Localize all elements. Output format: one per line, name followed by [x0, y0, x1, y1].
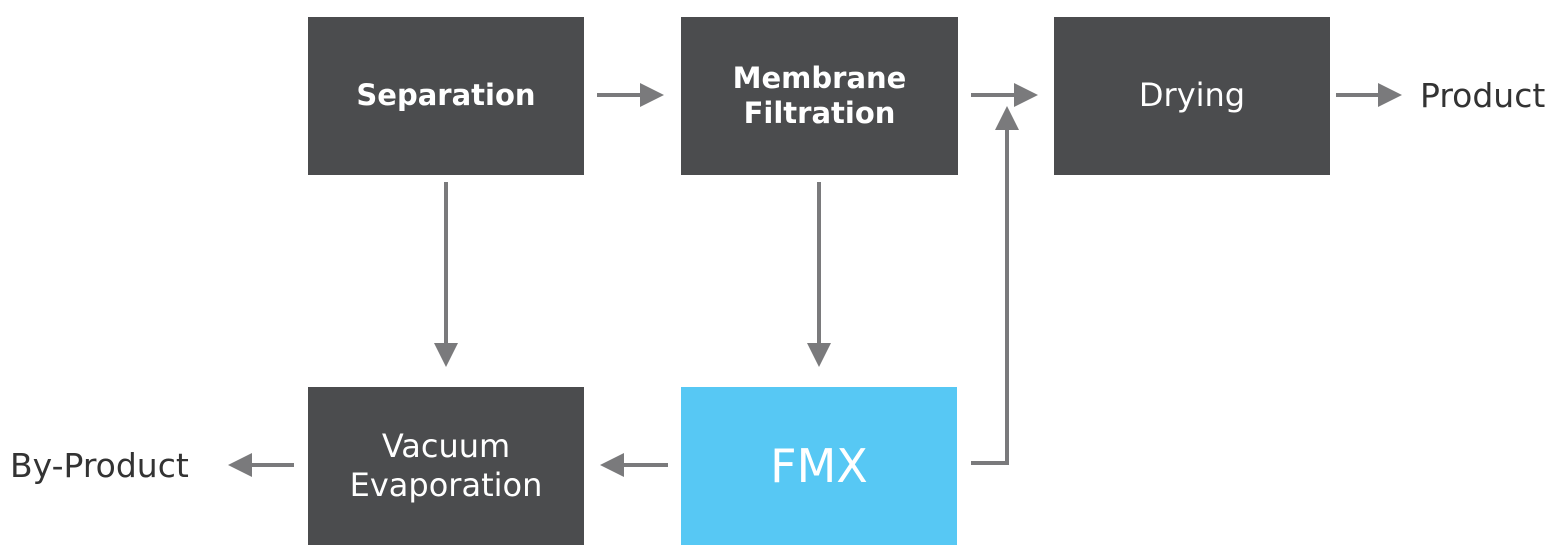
fmx-box: FMX	[681, 387, 957, 545]
separation-box: Separation	[308, 17, 584, 175]
drying-label: Drying	[1138, 76, 1246, 115]
vacuum-evaporation-label-line2: Evaporation	[349, 466, 543, 504]
arrow-fmx-to-drying	[971, 106, 1019, 465]
vacuum-evaporation-label-line1: Vacuum	[381, 426, 511, 465]
by-product-label: By-Product	[10, 446, 189, 485]
product-label: Product	[1420, 76, 1546, 115]
fmx-label: FMX	[770, 438, 868, 493]
separation-label: Separation	[356, 78, 536, 113]
membrane-filtration-label-line2: Filtration	[743, 96, 896, 130]
vacuum-evaporation-box: Vacuum Evaporation	[308, 387, 584, 545]
membrane-filtration-box: Membrane Filtration	[681, 17, 958, 175]
drying-box: Drying	[1054, 17, 1330, 175]
membrane-filtration-label-line1: Membrane	[732, 60, 907, 95]
